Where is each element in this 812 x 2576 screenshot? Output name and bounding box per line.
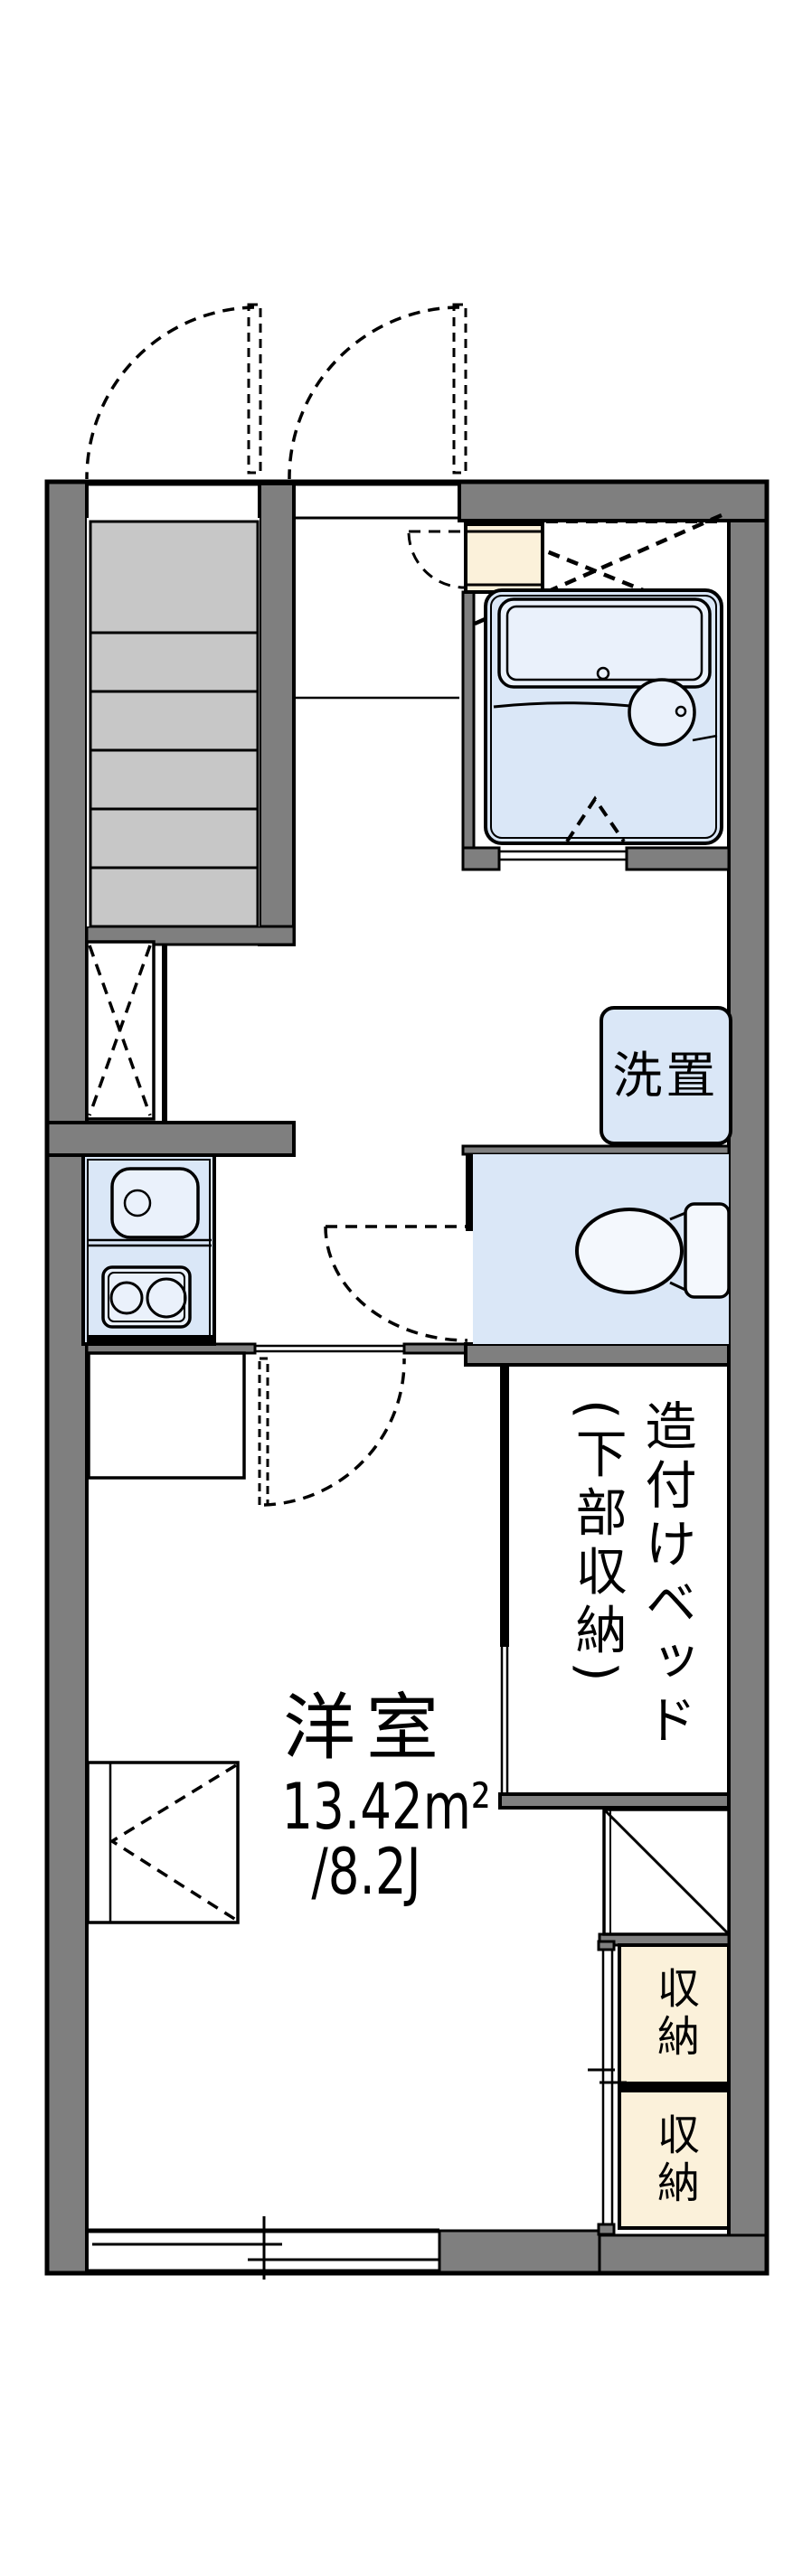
bathroom xyxy=(407,512,723,861)
bathroom-bottom-wall-left xyxy=(461,846,501,871)
toilet-top-wall xyxy=(461,1144,731,1156)
slider-cap xyxy=(597,1940,616,1951)
washer-space-label: 洗置 xyxy=(612,1046,720,1105)
hall-bottom-wall xyxy=(402,1342,467,1355)
entrance-door-swing-left xyxy=(85,303,262,480)
stair-step xyxy=(89,748,260,811)
hall-closet xyxy=(85,940,156,1121)
bath-sink xyxy=(628,678,718,747)
heater-door-arc xyxy=(407,532,466,589)
entrance-door-swing-right xyxy=(288,303,467,480)
hall-closet-side-wall xyxy=(162,945,167,1122)
storage-boxes xyxy=(588,1940,731,2236)
door-arc xyxy=(288,306,460,480)
bath-counter-line xyxy=(493,701,631,709)
built-in-bed-area xyxy=(500,1641,509,1795)
bed-bottom-wall xyxy=(498,1792,731,1810)
kitchen-unit xyxy=(81,1153,216,1346)
staircase xyxy=(87,518,260,928)
toilet-left-wall xyxy=(466,1154,473,1231)
window-swing-dashes xyxy=(109,1763,237,1922)
sink-drain xyxy=(675,705,687,718)
bed-closet-triangle xyxy=(602,1808,731,1936)
stove-burner xyxy=(109,1281,144,1315)
door-arc xyxy=(85,306,255,480)
storage-lower-label: 収納 xyxy=(649,2112,699,2208)
room-door xyxy=(255,1344,406,1507)
kitchen-sink xyxy=(110,1167,200,1239)
stair-step xyxy=(89,866,260,928)
storage-upper-label: 収納 xyxy=(649,1965,699,2062)
stair-step xyxy=(89,807,260,870)
toilet-seat-line xyxy=(669,1211,686,1221)
refrigerator-space xyxy=(87,1351,246,1480)
room-window-box xyxy=(86,1761,240,1924)
left-wall xyxy=(45,480,89,2275)
bathtub-drain xyxy=(596,666,610,681)
toilet-room xyxy=(324,1154,731,1344)
kitchen-base-line xyxy=(87,1335,214,1344)
bath-floor-inner-line xyxy=(490,595,717,839)
storage-divider xyxy=(619,2082,729,2092)
kitchen-top-wall xyxy=(45,1121,296,1157)
room-area-tatami-label: /8.2J xyxy=(311,1835,421,1909)
slider-cap xyxy=(597,2223,616,2236)
outer-boundary xyxy=(44,479,770,2276)
kitchen-stove xyxy=(101,1265,192,1329)
built-in-bed-label: 造付けベッド(下部収納) xyxy=(567,1399,696,1752)
bottom-window xyxy=(87,2216,439,2280)
bed-left-wall xyxy=(500,1365,509,1647)
entry-pillar-wall xyxy=(258,482,296,946)
wall-cap xyxy=(500,1641,509,1647)
sink-drain xyxy=(123,1189,152,1217)
door-leaf xyxy=(258,1357,269,1507)
bathtub xyxy=(497,597,712,689)
bottom-wall-right xyxy=(598,2233,769,2275)
water-heater xyxy=(464,522,544,594)
right-wall xyxy=(727,480,769,2275)
bathroom-left-wall xyxy=(461,590,476,868)
toilet-seat-line xyxy=(669,1281,686,1292)
sink-bowl xyxy=(628,678,696,747)
door-leaf xyxy=(247,303,262,475)
walls xyxy=(45,480,769,2275)
toilet-bottom-wall xyxy=(464,1342,731,1367)
water-heater-box xyxy=(464,522,544,594)
closet-x-line xyxy=(88,945,152,1116)
bottom-wall-center xyxy=(438,2229,601,2275)
toilet-door-arc xyxy=(324,1226,468,1342)
bath-folding-door xyxy=(565,795,626,843)
stair-step xyxy=(89,690,260,752)
sink-basin xyxy=(110,1167,200,1239)
sink-edge-line xyxy=(692,734,718,742)
room-name-label: 洋室 xyxy=(283,1686,449,1770)
bathtub-rim xyxy=(497,597,712,689)
stair-step xyxy=(89,631,260,693)
toilet-tank xyxy=(684,1202,731,1299)
closet-diagonal xyxy=(602,1808,731,1936)
room-area-m2-label: 13.42m² xyxy=(281,1770,491,1844)
stove-burner xyxy=(146,1277,187,1319)
door-arc xyxy=(263,1358,406,1507)
stair-landing xyxy=(89,520,260,635)
toilet-bowl xyxy=(575,1208,684,1294)
bathroom-bottom-wall-right xyxy=(625,846,731,871)
toilet xyxy=(575,1202,731,1299)
door-leaf xyxy=(452,303,467,475)
washer-space-box xyxy=(600,1006,732,1145)
